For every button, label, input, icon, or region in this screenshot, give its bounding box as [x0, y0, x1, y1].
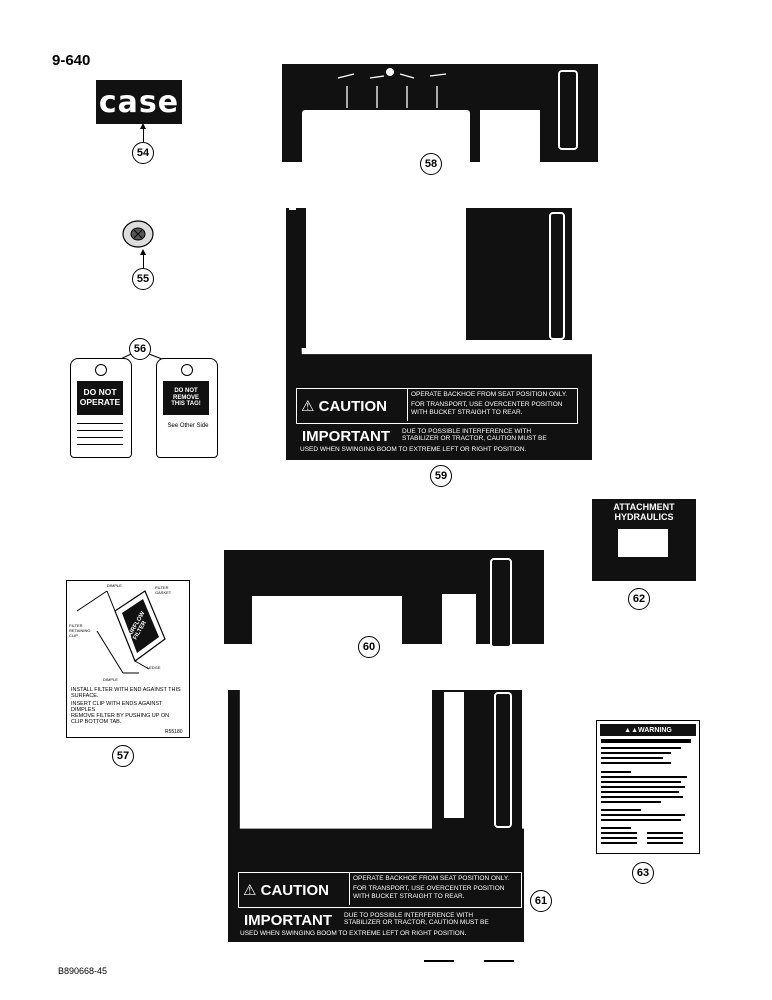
warning-header-text: WARNING — [638, 726, 672, 734]
important-59-line3: USED WHEN SWINGING BOOM TO EXTREME LEFT … — [300, 446, 527, 453]
callout-59: 59 — [430, 465, 452, 487]
caution-59-line2: FOR TRANSPORT, USE OVERCENTER POSITION W… — [411, 401, 563, 416]
caution-panel-59: ⚠ CAUTION OPERATE BACKHOE FROM SEAT POSI… — [296, 388, 578, 424]
caution-text-61: CAUTION — [260, 882, 329, 899]
arrow-54 — [140, 123, 146, 142]
important-59-text: DUE TO POSSIBLE INTERFERENCE WITH STABIL… — [402, 428, 578, 443]
decal-59-slot — [549, 212, 565, 340]
case-logo-text: case — [98, 84, 180, 120]
label-dimple-top: DIMPLE — [107, 583, 122, 588]
filter-decal-code: R55180 — [165, 729, 183, 735]
caution-61-line1: OPERATE BACKHOE FROM SEAT POSITION ONLY. — [353, 875, 510, 882]
callout-61: 61 — [530, 890, 552, 912]
caution-panel-61: ⚠ CAUTION OPERATE BACKHOE FROM SEAT POSI… — [238, 872, 522, 908]
filter-bullet-1: INSTALL FILTER WITH END AGAINST THIS SUR… — [71, 687, 181, 700]
filter-bullet-3: REMOVE FILTER BY PUSHING UP ON CLIP BOTT… — [71, 713, 170, 726]
callout-55: 55 — [132, 268, 154, 290]
callout-56: 56 — [129, 338, 151, 360]
decal-window-left — [302, 110, 470, 162]
control-symbols-58 — [337, 68, 447, 108]
caution-label-59: ⚠ CAUTION — [301, 397, 387, 415]
warning-triangle-icon: ⚠ — [243, 882, 257, 899]
caution-59-line1: OPERATE BACKHOE FROM SEAT POSITION ONLY. — [411, 391, 568, 398]
tag1-line2: OPERATE — [79, 397, 121, 407]
warning-header: ▲▲ WARNING — [600, 724, 696, 736]
tag-form-lines — [77, 423, 123, 451]
attachment-hydraulics-decal: ATTACHMENT HYDRAULICS — [592, 499, 696, 581]
decal-60-window — [252, 596, 402, 646]
arrow-55 — [140, 249, 146, 268]
attachment-line1: ATTACHMENT — [613, 502, 675, 512]
important-label-61: IMPORTANT — [244, 912, 333, 929]
airflow-filter-decal: DIMPLE FILTER GASKET FILTER RETAINING CL… — [66, 580, 190, 738]
label-filter-gasket: FILTER GASKET — [155, 585, 172, 595]
attachment-title: ATTACHMENT HYDRAULICS — [592, 502, 696, 523]
page-number: 9-640 — [52, 52, 91, 69]
important-61-line2: STABILIZER OR TRACTOR, CAUTION MUST BE — [344, 919, 489, 927]
figure-code: B890668-45 — [58, 966, 108, 976]
tag-hole — [95, 364, 107, 376]
important-label-59: IMPORTANT — [302, 428, 391, 445]
label-ledge: LEDGE — [147, 665, 161, 670]
caution-label-61: ⚠ CAUTION — [243, 881, 329, 899]
callout-62: 62 — [628, 588, 650, 610]
callout-58: 58 — [420, 153, 442, 175]
warning-fine-print — [601, 739, 691, 844]
tag1-line1: DO NOT — [83, 387, 117, 398]
warning-decal: ▲▲ WARNING — [596, 720, 700, 854]
decal-60-slot — [490, 558, 512, 648]
label-filter-retaining-clip: FILTER RETAINING CLIP — [69, 623, 91, 638]
decal-59-left-strip — [296, 208, 306, 348]
tag2-line1: DO NOT REMOVE — [172, 387, 199, 401]
filter-bullet-2: INSERT CLIP WITH ENDS AGAINST DIMPLES — [71, 701, 163, 714]
decal-window-mid — [480, 110, 540, 162]
label-dimple-bottom: DIMPLE — [103, 677, 118, 682]
decal-61-slot — [494, 692, 512, 828]
important-59-line1: DUE TO POSSIBLE INTERFERENCE WITH — [402, 428, 532, 435]
warning-triangle-icon: ⚠ — [301, 398, 315, 415]
attachment-line2: HYDRAULICS — [614, 511, 674, 522]
tag2-line2: THIS TAG! — [171, 401, 201, 408]
callout-57: 57 — [112, 745, 134, 767]
decal-slot-right — [558, 70, 578, 150]
attachment-window — [618, 529, 668, 557]
edge-mark — [484, 960, 514, 962]
tag-hole — [181, 364, 193, 376]
callout-63: 63 — [632, 862, 654, 884]
filter-diagram — [76, 590, 166, 674]
decal-61-window — [444, 692, 464, 818]
callout-54: 54 — [132, 142, 154, 164]
important-61-line1: DUE TO POSSIBLE INTERFERENCE WITH — [344, 912, 474, 919]
callout-60: 60 — [358, 636, 380, 658]
important-61-text: DUE TO POSSIBLE INTERFERENCE WITH STABIL… — [344, 912, 520, 927]
backhoe-control-decal-60 — [224, 550, 544, 648]
decal-60-window-2 — [442, 594, 476, 646]
caution-61-line2: FOR TRANSPORT, USE OVERCENTER POSITION W… — [353, 885, 505, 900]
edge-mark — [424, 960, 454, 962]
tag2-note: See Other Side — [167, 423, 209, 429]
case-logo-decal: case — [96, 80, 182, 124]
caution-text-59: CAUTION — [318, 398, 387, 415]
important-59-line2: STABILIZER OR TRACTOR, CAUTION MUST BE — [402, 435, 547, 443]
nut-part — [122, 220, 154, 248]
important-61-line3: USED WHEN SWINGING BOOM TO EXTREME LEFT … — [240, 930, 467, 937]
backhoe-control-decal-upper — [282, 64, 598, 162]
